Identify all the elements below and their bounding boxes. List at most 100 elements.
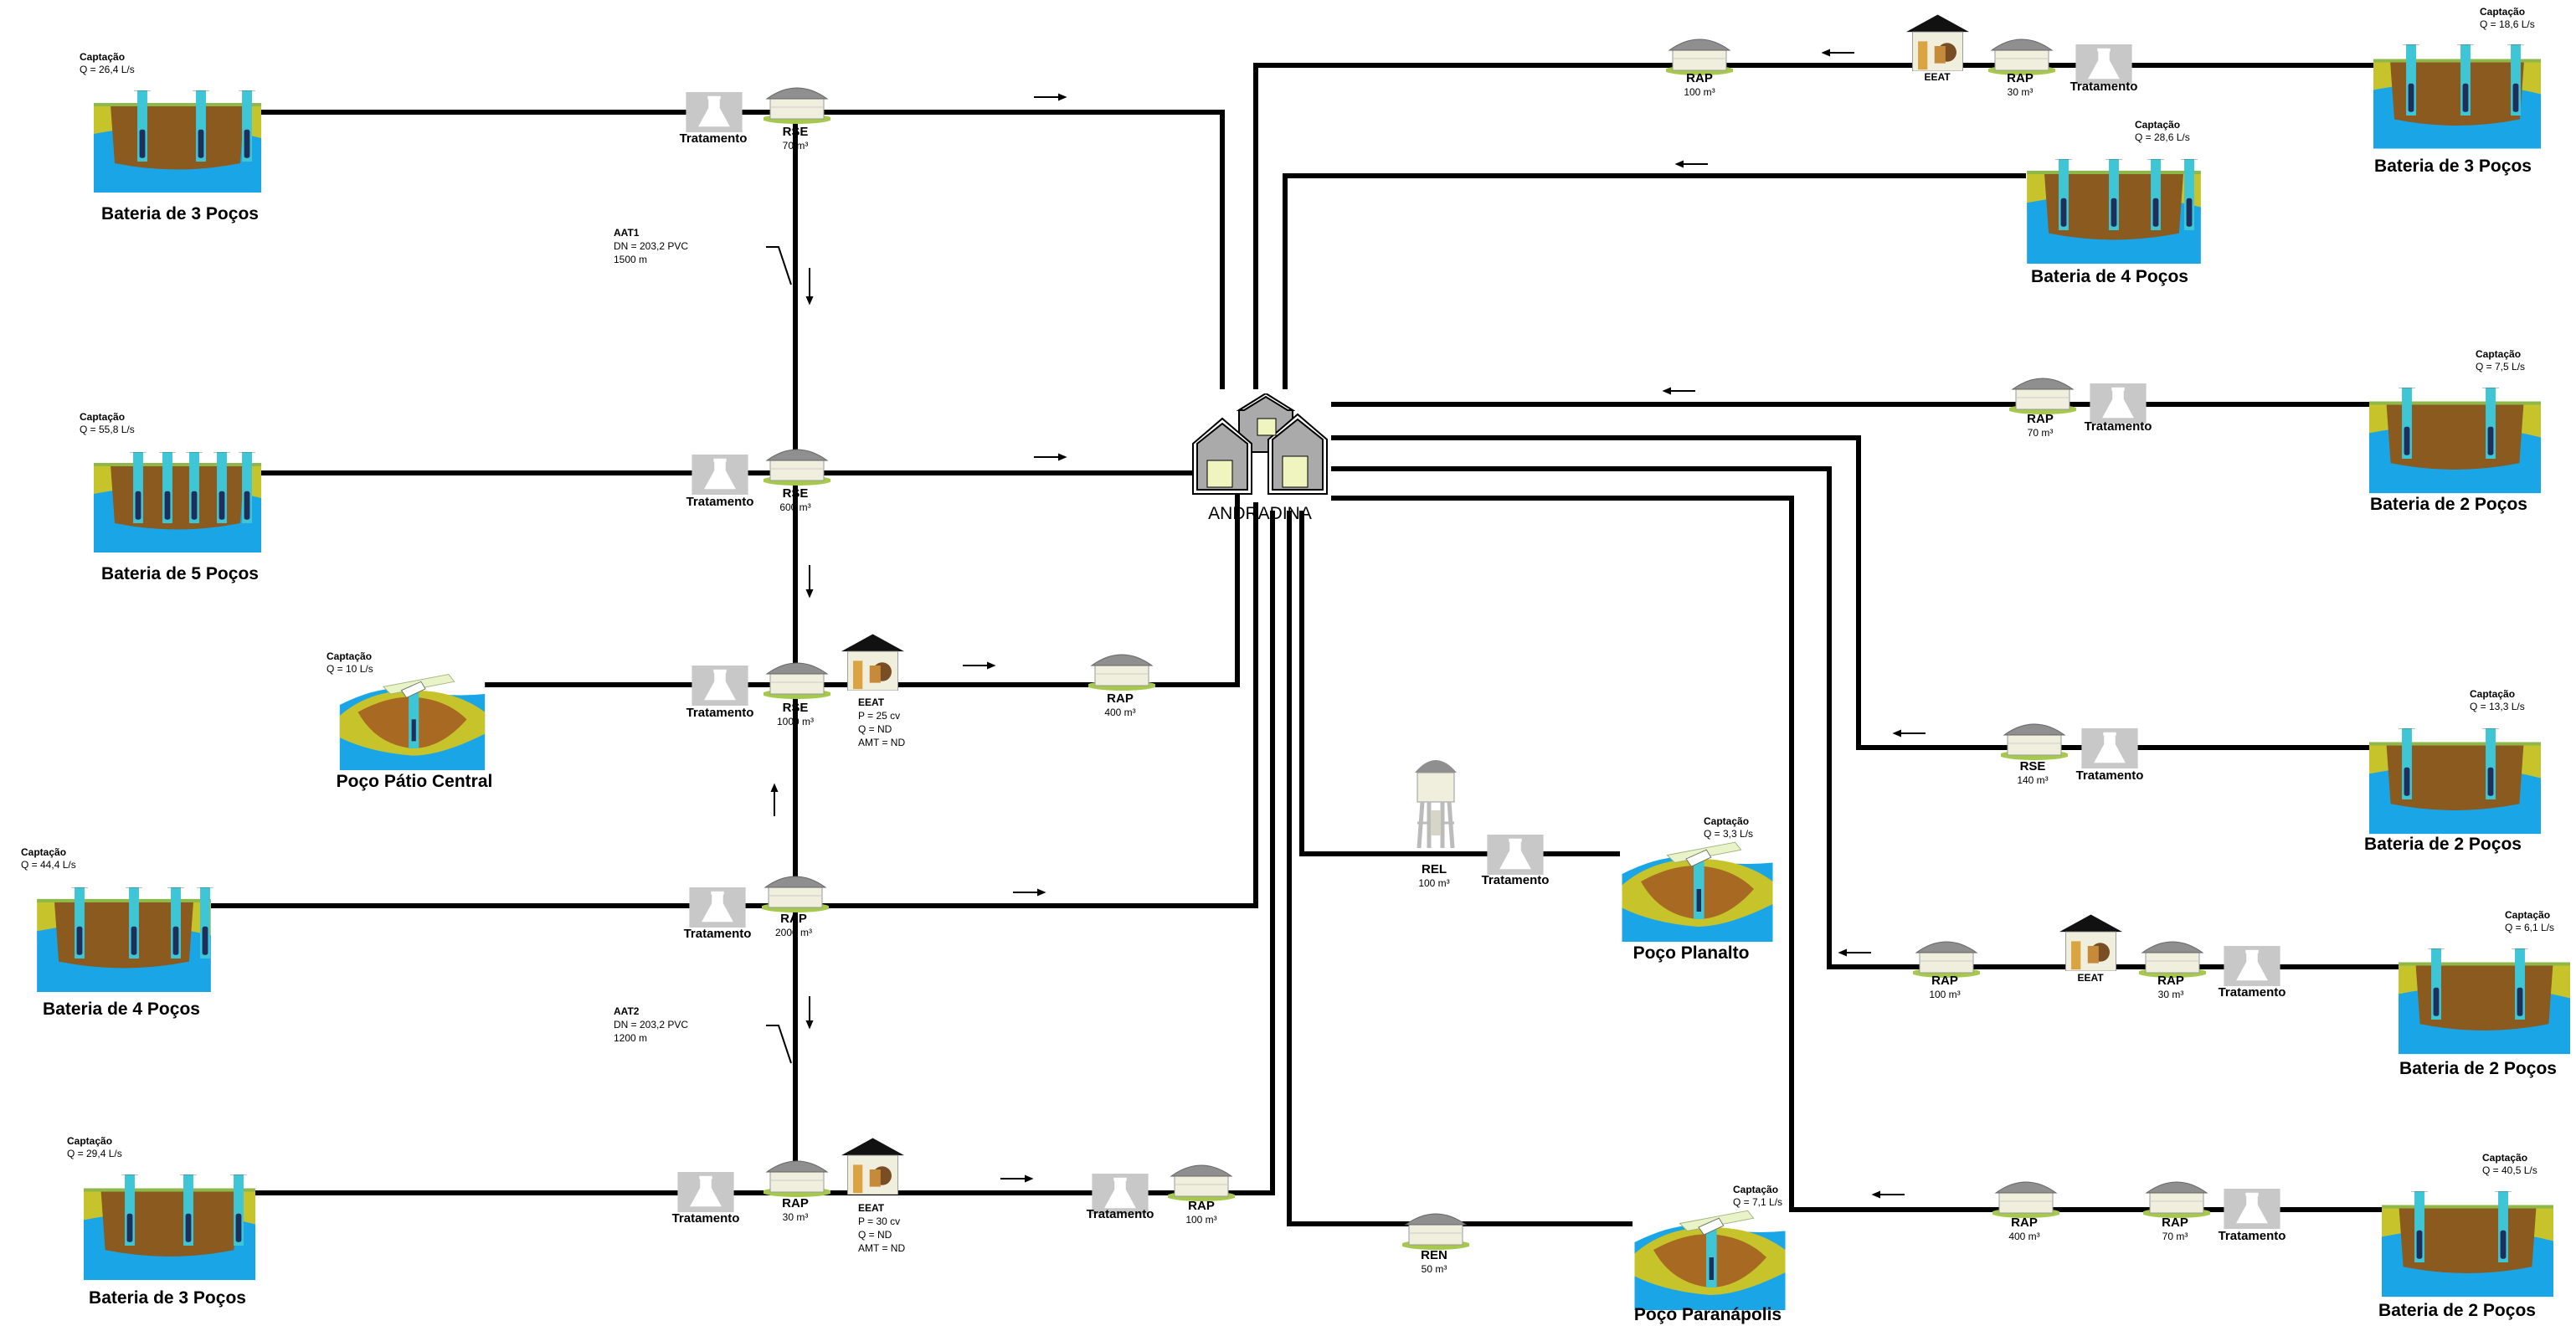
tank-volume: 30 m³ (2008, 86, 2034, 98)
tank-volume: 30 m³ (2158, 989, 2184, 1000)
eeat-name: EEAT (1924, 71, 1951, 83)
station-title: Bateria de 4 Poços (2031, 267, 2188, 286)
tank-name: RAP (2007, 71, 2034, 85)
tank-name: RAP (2011, 1216, 2038, 1230)
captacao-c12[interactable]: Captação Q = 7,1 L/s Poço Paranápolis (1634, 1184, 1786, 1324)
pipe-c11 (1331, 466, 2403, 969)
well-icon (339, 661, 486, 770)
tank-icon (764, 662, 830, 699)
tank-icon (1168, 1164, 1235, 1201)
cap-label: Captação (2470, 688, 2515, 700)
captacao-c8[interactable]: Captação Q = 7,5 L/s Bateria de 2 Poços (2369, 348, 2541, 514)
flask-icon (691, 455, 749, 495)
city-label: ANDRADINA (1208, 504, 1312, 523)
tank-icon (1666, 39, 1733, 75)
well-icon (1622, 829, 1773, 942)
cap-label: Captação (2482, 1152, 2527, 1164)
pipe-c5 (255, 511, 1275, 1195)
captacao-c13[interactable]: Captação Q = 40,5 L/s Bateria de 2 Poços (2378, 1152, 2553, 1320)
tank-icon (1992, 1181, 2059, 1218)
cap-label: Captação (67, 1135, 112, 1147)
adutoras: AAT1 DN = 203,2 PVC 1500 m AAT2 DN = 203… (614, 227, 688, 1044)
adutora-a2: AAT2 DN = 203,2 PVC 1200 m (614, 1005, 688, 1044)
captacao-c4[interactable]: Captação Q = 44,4 L/s Bateria de 4 Poços (21, 846, 213, 1019)
eeat-e2: EEAT P = 30 cv Q = ND AMT = ND (841, 1138, 905, 1254)
treatment-label: Tratamento (680, 131, 748, 146)
eeat-e1: EEAT P = 25 cv Q = ND AMT = ND (841, 634, 905, 748)
battery-icon (2369, 382, 2541, 493)
flask-icon (688, 887, 747, 928)
arrow-right-1 (1034, 93, 1067, 101)
captacao-c5[interactable]: Captação Q = 29,4 L/s Bateria de 3 Poços (67, 1135, 255, 1308)
cap-label: Captação (80, 411, 125, 423)
city-andradina[interactable]: ANDRADINA (1192, 393, 1328, 523)
arrow-left-3 (1662, 387, 1695, 395)
flow-value: Q = 6,1 L/s (2505, 922, 2554, 933)
arrow-left-6 (1871, 1190, 1905, 1199)
tank-volume: 100 m³ (1185, 1214, 1216, 1226)
tank-name: REN (1421, 1248, 1447, 1262)
flow-value: Q = 13,3 L/s (2470, 701, 2525, 712)
adutora-detail: DN = 203,2 PVC (614, 240, 688, 252)
pipe-c13 (1331, 496, 2382, 1212)
treatment-label: Tratamento (1482, 873, 1550, 887)
pipe-c1 (255, 110, 1225, 389)
treatment-label: Tratamento (2219, 985, 2286, 1000)
treatment-5: Tratamento (672, 1172, 739, 1226)
tank-volume: 400 m³ (1104, 707, 1135, 718)
arrow-right-2 (1034, 453, 1067, 461)
captacao-c11[interactable]: Captação Q = 6,1 L/s Bateria de 2 Poços (2399, 909, 2570, 1078)
station-title: Bateria de 3 Poços (2374, 157, 2532, 176)
captacao-c3[interactable]: Captação Q = 10 L/s Poço Pátio Central (326, 650, 492, 791)
treatment-label: Tratamento (686, 495, 754, 509)
cap-label: Captação (1704, 815, 1749, 827)
arrow-down-3 (805, 996, 814, 1030)
tank-name: RAP (2157, 974, 2184, 988)
pump-stations: EEAT P = 25 cv Q = ND AMT = ND EEAT P = … (841, 14, 2122, 1254)
tank-icon (2139, 941, 2206, 978)
battery-icon (37, 879, 211, 992)
adutora-name: AAT1 (614, 227, 640, 239)
tank-name: RSE (783, 701, 809, 715)
captacao-c1[interactable]: Captação Q = 26,4 L/s Bateria de 3 Poços (80, 51, 261, 224)
treatment-label: Tratamento (1087, 1207, 1154, 1221)
eeat-name: EEAT (858, 1202, 885, 1214)
tank-icon (764, 449, 830, 486)
captacao-c2[interactable]: Captação Q = 55,8 L/s Bateria de 5 Poços (80, 411, 261, 583)
arrow-right-4 (1013, 888, 1046, 897)
arrow-right-3 (963, 661, 996, 670)
flow-value: Q = 29,4 L/s (67, 1148, 122, 1159)
tank-name: RAP (1107, 691, 1134, 706)
flow-value: Q = 28,6 L/s (2135, 131, 2190, 143)
captacao-c7[interactable]: Captação Q = 28,6 L/s Bateria de 4 Poços (2027, 119, 2201, 286)
tank-name: RAP (2162, 1216, 2188, 1230)
flask-icon (2089, 383, 2147, 424)
eeat-detail: P = 25 cv (858, 710, 900, 722)
pipe-c4 (205, 502, 1258, 908)
pipe-c9 (1331, 435, 2369, 750)
cap-label: Captação (326, 650, 372, 662)
flask-icon (676, 1172, 735, 1212)
tank-volume: 100 m³ (1418, 877, 1449, 889)
flow-value: Q = 18,6 L/s (2480, 18, 2535, 30)
tank-volume: 400 m³ (2008, 1231, 2039, 1242)
treatment-6: Tratamento (1087, 1174, 1154, 1221)
captacao-c9[interactable]: Captação Q = 13,3 L/s Bateria de 2 Poços (2364, 688, 2541, 854)
captacao-c10[interactable]: Captação Q = 3,3 L/s Poço Planalto (1622, 815, 1773, 963)
cap-label: Captação (2476, 348, 2521, 360)
captacao-c6[interactable]: Captação Q = 18,6 L/s Bateria de 3 Poços (2373, 6, 2541, 176)
tank-name: RAP (1188, 1199, 1215, 1213)
tank-volume: 70 m³ (2162, 1231, 2188, 1242)
